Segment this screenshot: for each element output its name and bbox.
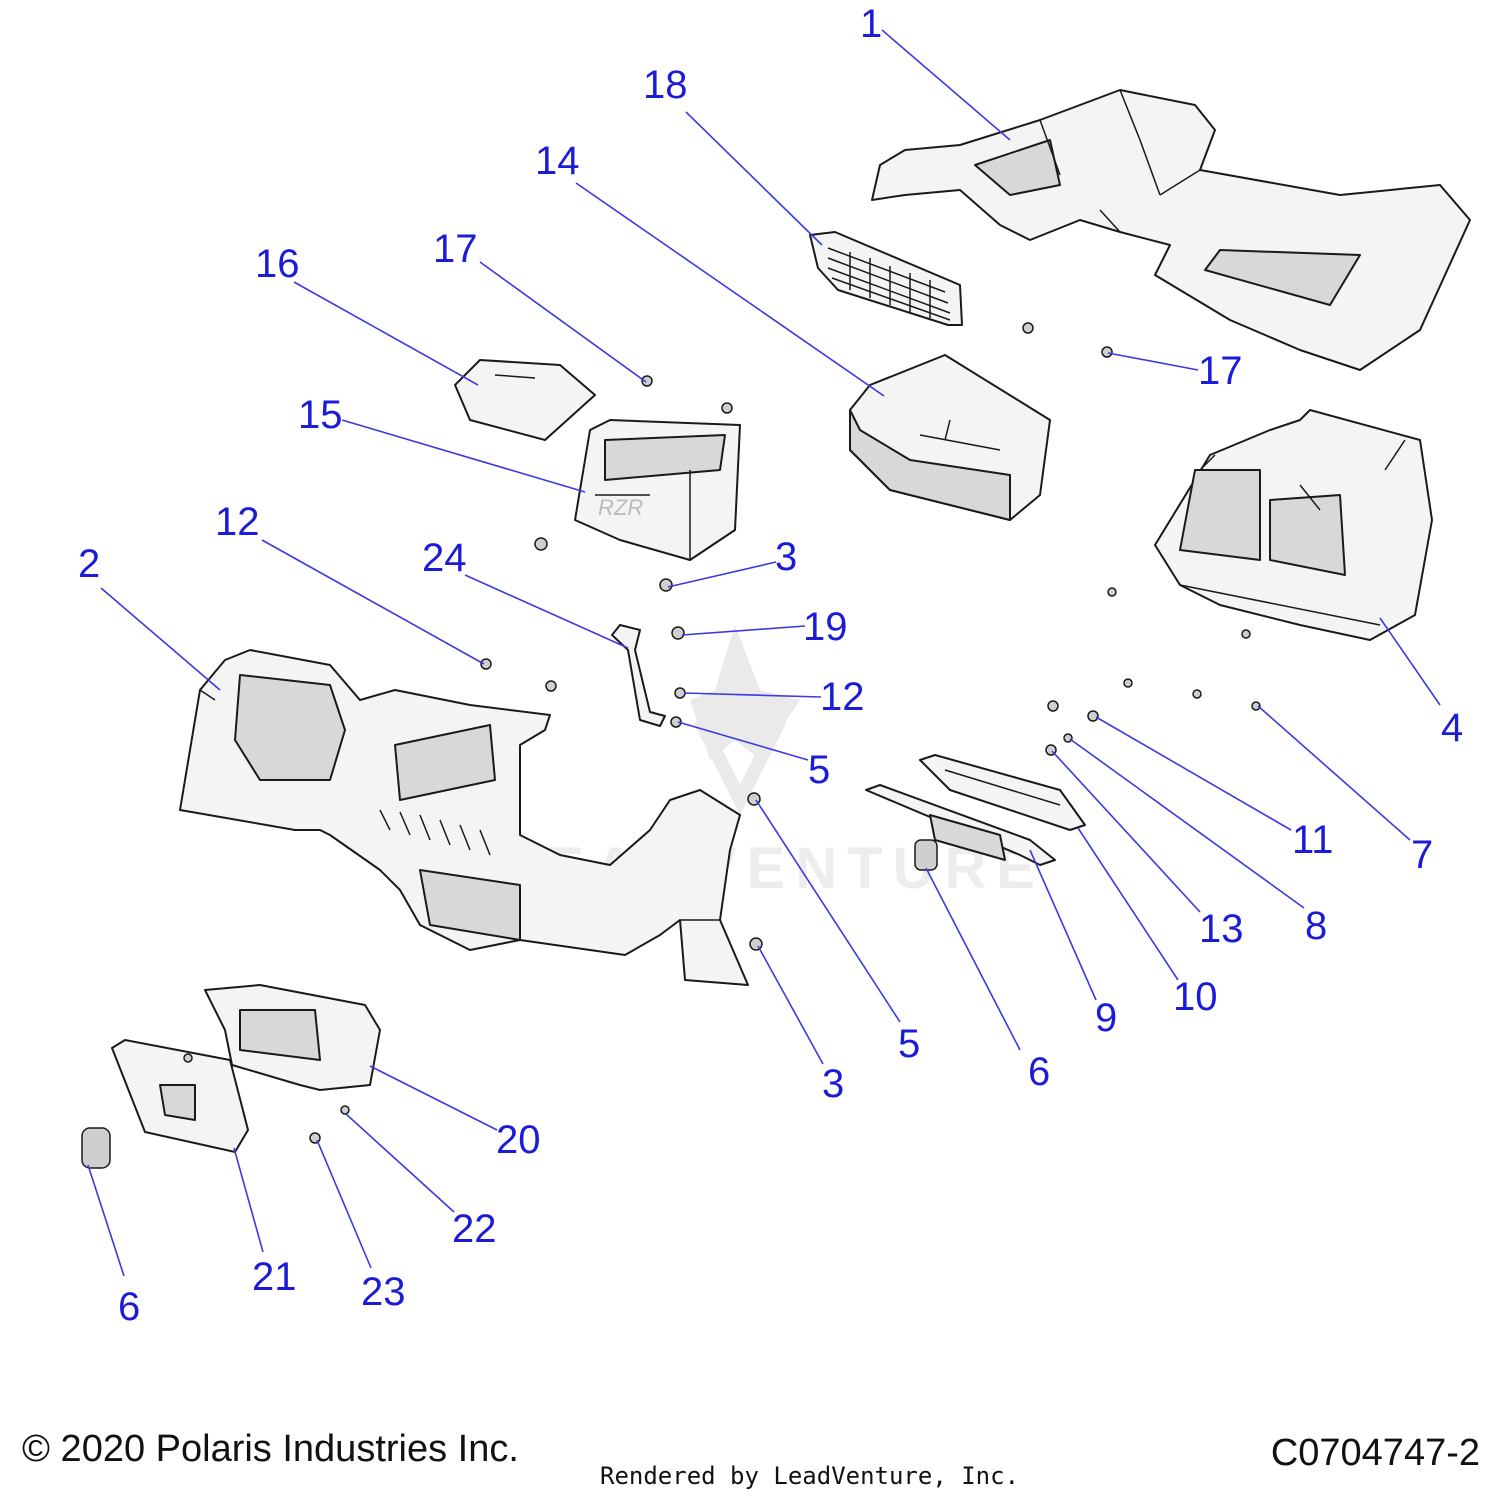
callout-8: 8 <box>1305 904 1327 948</box>
part-10-bezel-frame <box>919 754 1086 831</box>
part-4-console-housing <box>1154 409 1433 641</box>
callout-6: 6 <box>1028 1050 1050 1094</box>
part-6-latch-door <box>81 1127 111 1169</box>
part-14-storage-tray <box>849 354 1051 521</box>
callout-labels: 1 18 14 17 16 17 15 12 2 24 3 19 12 5 4 … <box>78 2 1463 1329</box>
callout-19: 19 <box>803 605 848 649</box>
callout-5: 5 <box>808 748 830 792</box>
callout-1: 1 <box>860 2 882 46</box>
callout-9: 9 <box>1095 996 1117 1040</box>
part-15-glovebox: RZR <box>574 419 741 561</box>
leader-lines <box>87 29 1441 1277</box>
watermark-logo <box>690 625 800 816</box>
callout-14: 14 <box>535 139 580 183</box>
callout-17: 17 <box>1198 349 1243 393</box>
callout-16: 16 <box>255 242 300 286</box>
part-24-bracket <box>611 624 666 727</box>
copyright-text: © 2020 Polaris Industries Inc. <box>22 1428 519 1470</box>
part-2-dash-panel <box>179 649 749 986</box>
part-9-bezel <box>865 784 1056 866</box>
part-20-lower-box <box>204 984 381 1091</box>
callout-4: 4 <box>1441 706 1463 750</box>
callout-12: 12 <box>820 675 865 719</box>
callout-3: 3 <box>822 1062 844 1106</box>
callout-7: 7 <box>1411 833 1433 877</box>
callout-20: 20 <box>496 1118 541 1162</box>
hardware-fasteners <box>183 322 1261 1144</box>
callout-21: 21 <box>252 1255 297 1299</box>
part-6-latch-dash <box>914 839 938 871</box>
part-16-cover <box>454 359 596 441</box>
part-1-hood <box>871 89 1471 371</box>
callout-24: 24 <box>422 536 467 580</box>
callout-3: 3 <box>775 535 797 579</box>
part-18-grille <box>809 231 963 326</box>
rendered-by-text: Rendered by LeadVenture, Inc. <box>600 1462 1020 1490</box>
svg-text:RZR: RZR <box>598 495 643 520</box>
diagram-id: C0704747-2 <box>1270 1432 1480 1474</box>
callout-11: 11 <box>1292 818 1334 862</box>
callout-15: 15 <box>298 393 343 437</box>
callout-12: 12 <box>215 500 260 544</box>
callout-13: 13 <box>1199 907 1244 951</box>
callout-5: 5 <box>898 1022 920 1066</box>
callout-22: 22 <box>452 1207 497 1251</box>
callout-2: 2 <box>78 542 100 586</box>
callout-10: 10 <box>1173 975 1218 1019</box>
callout-17: 17 <box>433 227 478 271</box>
callout-6: 6 <box>118 1285 140 1329</box>
callout-18: 18 <box>643 63 688 107</box>
part-21-glovebox-door <box>111 1039 249 1153</box>
callout-23: 23 <box>361 1270 406 1314</box>
